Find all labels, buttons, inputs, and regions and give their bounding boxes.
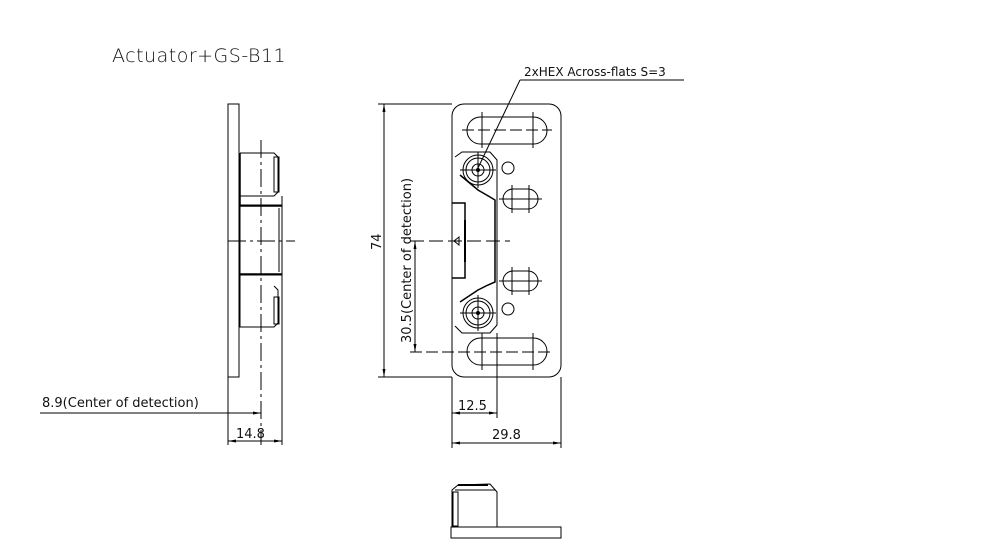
dim-side-depth: 14.8 bbox=[236, 427, 265, 442]
dim-front-center-offset: 12.5 bbox=[458, 399, 487, 414]
side-view bbox=[227, 103, 295, 445]
dim-height-total: 74 bbox=[370, 233, 385, 250]
dim-side-center-detection: 8.9(Center of detection) bbox=[42, 396, 199, 411]
front-view bbox=[410, 103, 562, 418]
side-dimensions bbox=[40, 411, 282, 443]
dim-front-width: 29.8 bbox=[492, 428, 521, 443]
front-dimensions bbox=[378, 103, 562, 448]
dim-vertical-center-detection: 30.5(Center of detection) bbox=[400, 178, 415, 343]
hex-leader bbox=[477, 79, 684, 169]
bottom-view bbox=[450, 483, 562, 539]
hex-note: 2xHEX Across-flats S=3 bbox=[524, 65, 666, 79]
drawing-title: Actuator+GS-B11 bbox=[112, 45, 287, 67]
